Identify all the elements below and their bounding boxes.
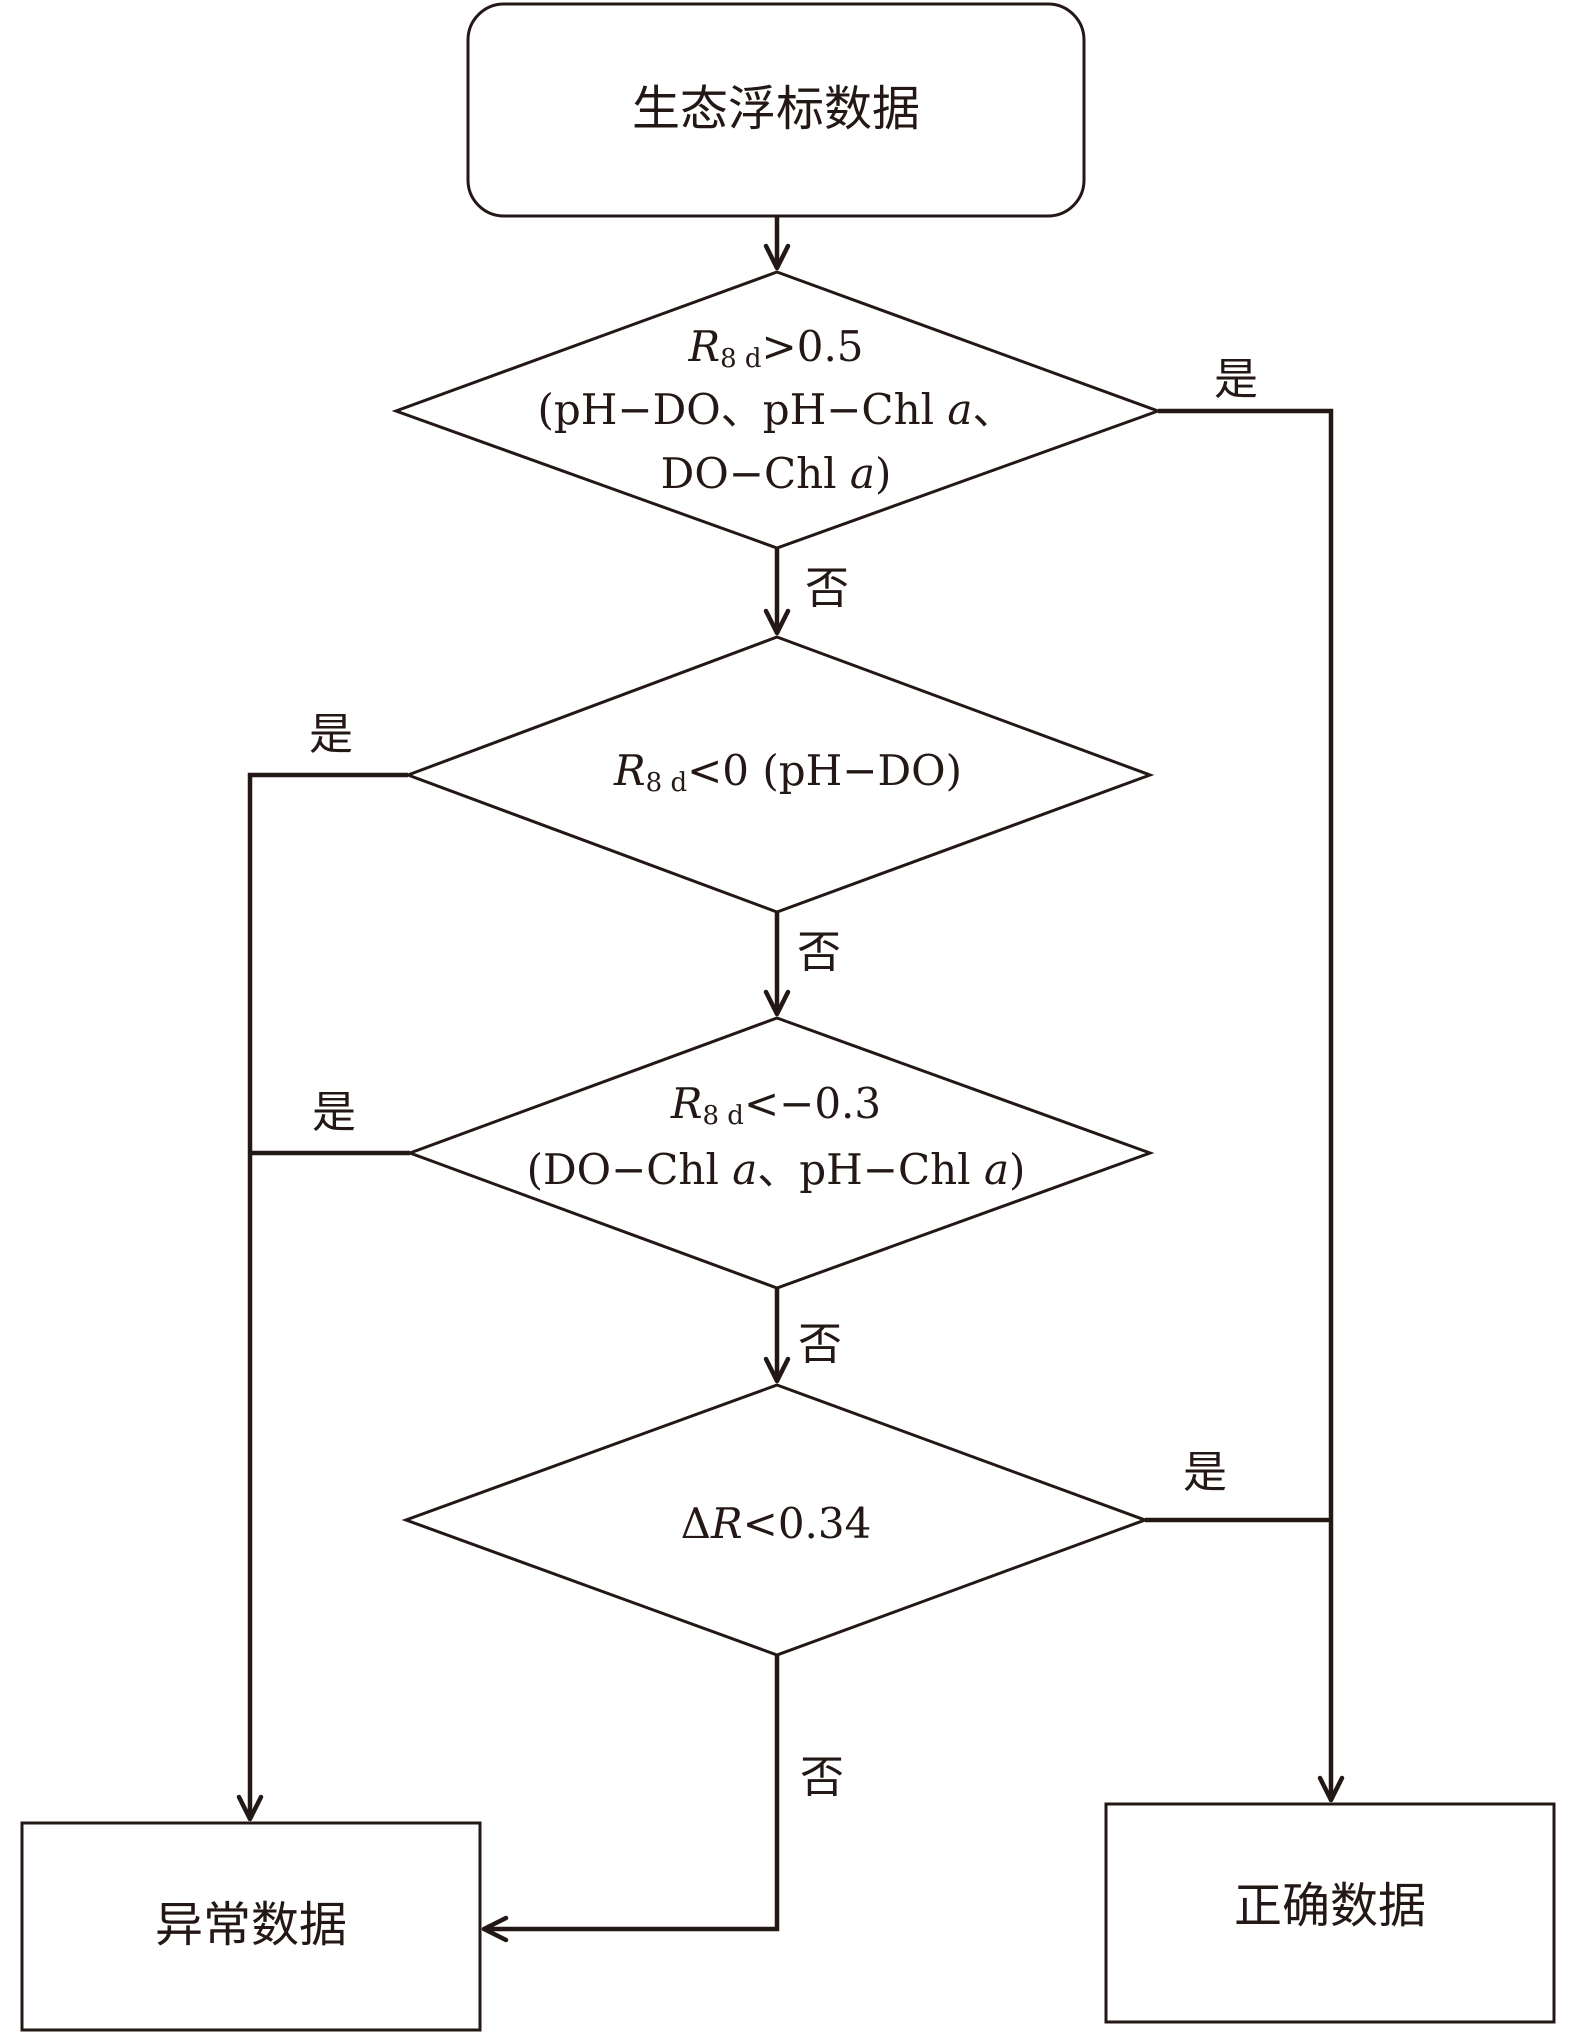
- decision-r8d-lt-0-label: R8 d<0 (pH−DO): [613, 746, 962, 798]
- arrowhead-d1-to-d2: [763, 608, 791, 636]
- edge-label-d3-no: 否: [798, 1319, 842, 1370]
- decision-r8d-gt-0-5-line3: DO−Chl a): [661, 449, 892, 498]
- abnormal-data-label: 异常数据: [155, 1897, 347, 1953]
- edge-label-d2-yes: 是: [309, 709, 353, 760]
- decision-r8d-gt-0-5-line2: (pH−DO、pH−Chl a、: [538, 385, 1015, 434]
- arrowhead-to-correct: [1317, 1775, 1345, 1803]
- edge-label-d1-no: 否: [805, 563, 849, 614]
- edge-label-d3-yes: 是: [312, 1087, 356, 1138]
- correct-data-label: 正确数据: [1234, 1878, 1426, 1934]
- connector-d4-no-to-abnormal: [484, 1655, 780, 1932]
- edge-label-d4-no: 否: [800, 1752, 844, 1803]
- decision-r8d-lt-neg-0-3-line1: R8 d<−0.3: [670, 1079, 881, 1131]
- decision-r8d-gt-0-5-line1: R8 d>0.5: [687, 322, 863, 374]
- edge-label-d2-no: 否: [797, 927, 841, 978]
- connector-d2-yes-to-abnormal: [247, 772, 408, 1819]
- arrowhead-start-to-d1: [763, 243, 791, 271]
- correct-data-node: [1104, 1802, 1556, 2024]
- arrowhead-to-abnormal: [236, 1794, 264, 1822]
- decision-r8d-lt-neg-0-3-line2: (DO−Chl a、pH−Chl a): [527, 1145, 1026, 1194]
- edge-label-d1-yes: 是: [1214, 354, 1258, 405]
- connector-d1-yes-to-correct: [1158, 408, 1334, 1800]
- arrowhead-d2-to-d3: [763, 989, 791, 1017]
- arrowhead-d3-to-d4: [763, 1356, 791, 1384]
- edge-label-d4-yes: 是: [1183, 1447, 1227, 1498]
- start-node-label: 生态浮标数据: [632, 81, 920, 137]
- abnormal-data-node: [20, 1821, 482, 2032]
- decision-delta-r-lt-0-34-label: ΔR<0.34: [681, 1499, 872, 1548]
- arrowhead-d4-no-to-abnormal: [481, 1915, 509, 1943]
